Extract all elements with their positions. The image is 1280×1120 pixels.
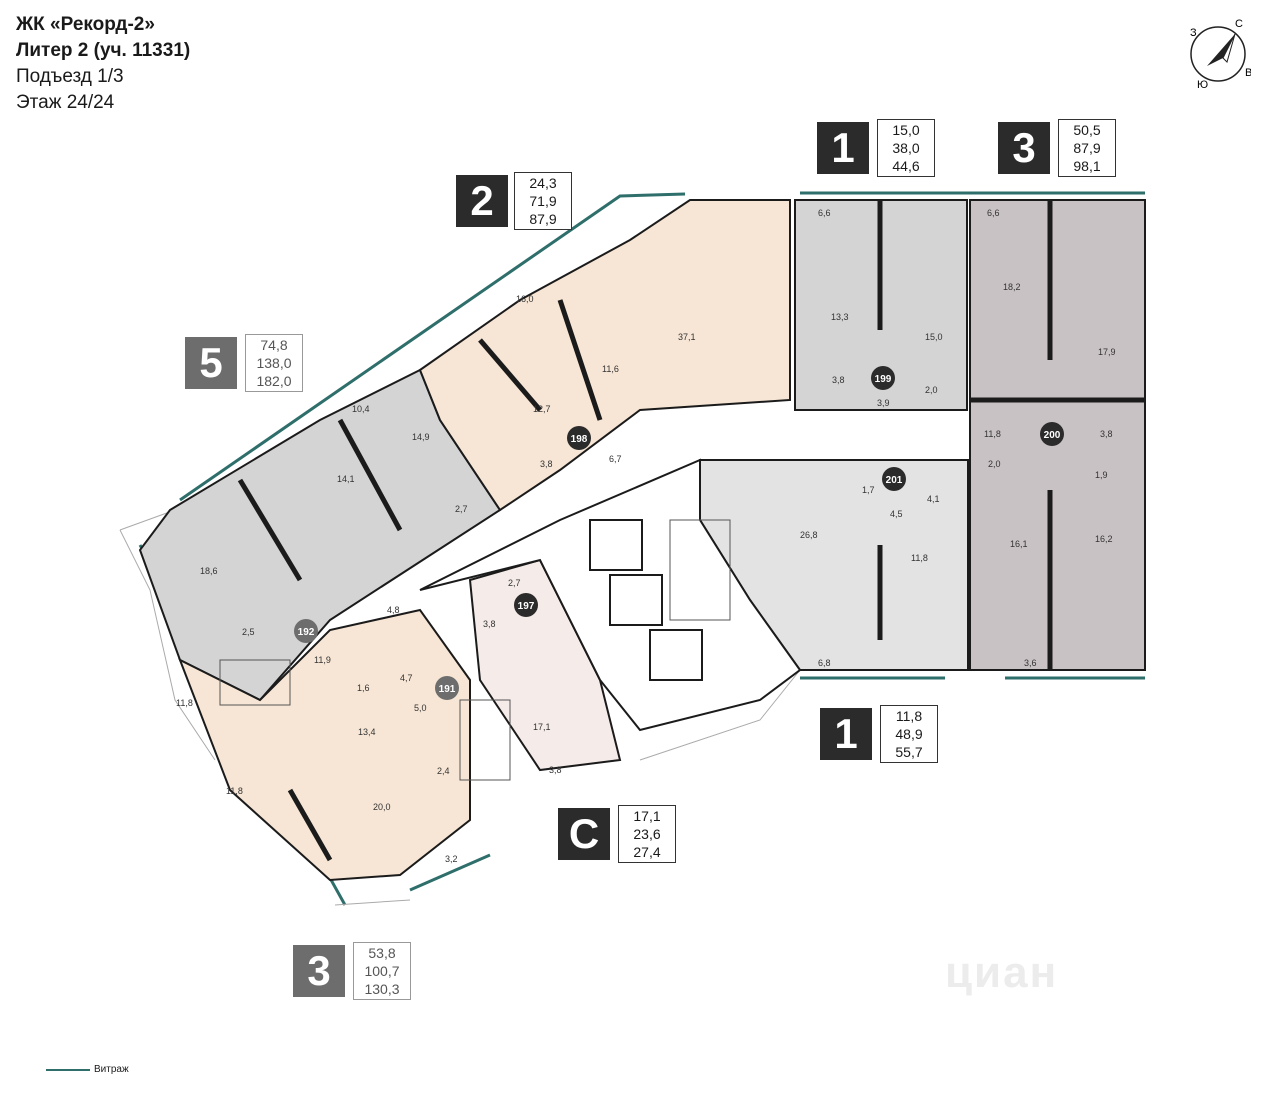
apt-number: 191: [439, 684, 456, 695]
room-area: 6,7: [609, 454, 622, 464]
plan-header: ЖК «Рекорд-2» Литер 2 (уч. 11331) Подъез…: [16, 12, 190, 116]
room-area: 3,6: [1024, 658, 1037, 668]
legend: Витраж: [46, 1064, 129, 1075]
glazing-legend-line: [46, 1068, 90, 1071]
room-area: 11,6: [602, 364, 619, 374]
stairs-192: [219, 659, 291, 706]
room-area: 15,0: [925, 332, 943, 342]
room-area: 4,5: [890, 509, 903, 519]
apt-number: 199: [875, 374, 892, 385]
room-area: 2,7: [508, 578, 521, 588]
room-area: 37,1: [678, 332, 696, 342]
complex-name: ЖК «Рекорд-2»: [16, 14, 155, 35]
compass-e: В: [1245, 67, 1251, 79]
room-area: 3,2: [445, 854, 458, 864]
room-area: 3,8: [832, 375, 845, 385]
stairs: [669, 519, 731, 621]
type-badge: 1: [820, 708, 872, 760]
room-area: 2,0: [925, 385, 938, 395]
room-area: 1,7: [862, 485, 875, 495]
room-area: 18,6: [200, 566, 218, 576]
type-badge: 3: [293, 945, 345, 997]
room-area: 1,6: [357, 683, 370, 693]
room-area: 13,3: [831, 312, 849, 322]
room-area: 5,0: [414, 703, 427, 713]
room-area: 12,7: [533, 404, 551, 414]
room-area: 16,1: [1010, 539, 1028, 549]
room-area: 2,4: [437, 766, 450, 776]
room-area: 11,8: [984, 429, 1001, 439]
room-area: 10,4: [352, 404, 370, 414]
compass-n: С: [1235, 18, 1243, 30]
room-area: 2,0: [988, 459, 1001, 469]
type-badge: 2: [456, 175, 508, 227]
room-area: 6,8: [818, 658, 831, 668]
apt-198-fill: [418, 199, 791, 512]
elevator-3: [649, 629, 703, 681]
interior-walls: [237, 200, 1145, 862]
compass-w: З: [1190, 27, 1197, 39]
compass-icon: З С В Ю: [1185, 18, 1252, 91]
room-area: 4,7: [400, 673, 413, 683]
room-area: 3,8: [549, 765, 562, 775]
room-area: 26,8: [800, 530, 818, 540]
room-area: 3,8: [483, 619, 496, 629]
elevator-1: [589, 519, 643, 571]
room-area: 6,6: [987, 208, 1000, 218]
room-labels: 6,6 6,6 16,0 37,1 13,3 18,2 17,9 15,0 11…: [176, 208, 1116, 864]
type-badge: С: [558, 808, 610, 860]
room-area: 3,8: [1100, 429, 1113, 439]
room-area: 14,1: [337, 474, 355, 484]
floor-label: Этаж 24/24: [16, 92, 115, 113]
room-area: 6,6: [818, 208, 831, 218]
room-area: 16,0: [516, 294, 534, 304]
watermark-logo: циан: [945, 948, 1059, 997]
apt-number: 197: [518, 601, 535, 612]
room-area: 13,4: [358, 727, 376, 737]
stairs-191: [459, 699, 511, 781]
type-badge: 3: [998, 122, 1050, 174]
type-badge: 1: [817, 122, 869, 174]
room-area: 11,9: [314, 655, 331, 665]
room-area: 3,8: [540, 459, 553, 469]
room-area: 4,1: [927, 494, 940, 504]
room-area: 11,8: [911, 553, 928, 563]
entrance-label: Подъезд 1/3: [16, 66, 124, 87]
apt-number: 192: [298, 627, 315, 638]
apt-number: 200: [1044, 430, 1061, 441]
room-area: 17,9: [1098, 347, 1116, 357]
liter-label: Литер 2 (уч. 11331): [16, 40, 191, 61]
room-area: 2,7: [455, 504, 468, 514]
apt-number: 201: [886, 475, 903, 486]
room-area: 16,2: [1095, 534, 1113, 544]
elevator-2: [609, 574, 663, 626]
room-area: 14,9: [412, 432, 430, 442]
apt-192-fill: [138, 368, 502, 702]
compass-s: Ю: [1197, 79, 1208, 90]
room-area: 11,8: [226, 786, 243, 796]
room-area: 2,5: [242, 627, 255, 637]
room-area: 20,0: [373, 802, 391, 812]
room-area: 3,9: [877, 398, 890, 408]
type-badge: 5: [185, 337, 237, 389]
legend-label: Витраж: [94, 1064, 129, 1075]
room-area: 18,2: [1003, 282, 1021, 292]
room-area: 1,9: [1095, 470, 1108, 480]
room-area: 4,8: [387, 605, 400, 615]
apt-191-fill: [178, 608, 471, 882]
apt-number: 198: [571, 434, 588, 445]
room-area: 17,1: [533, 722, 551, 732]
room-area: 11,8: [176, 698, 193, 708]
